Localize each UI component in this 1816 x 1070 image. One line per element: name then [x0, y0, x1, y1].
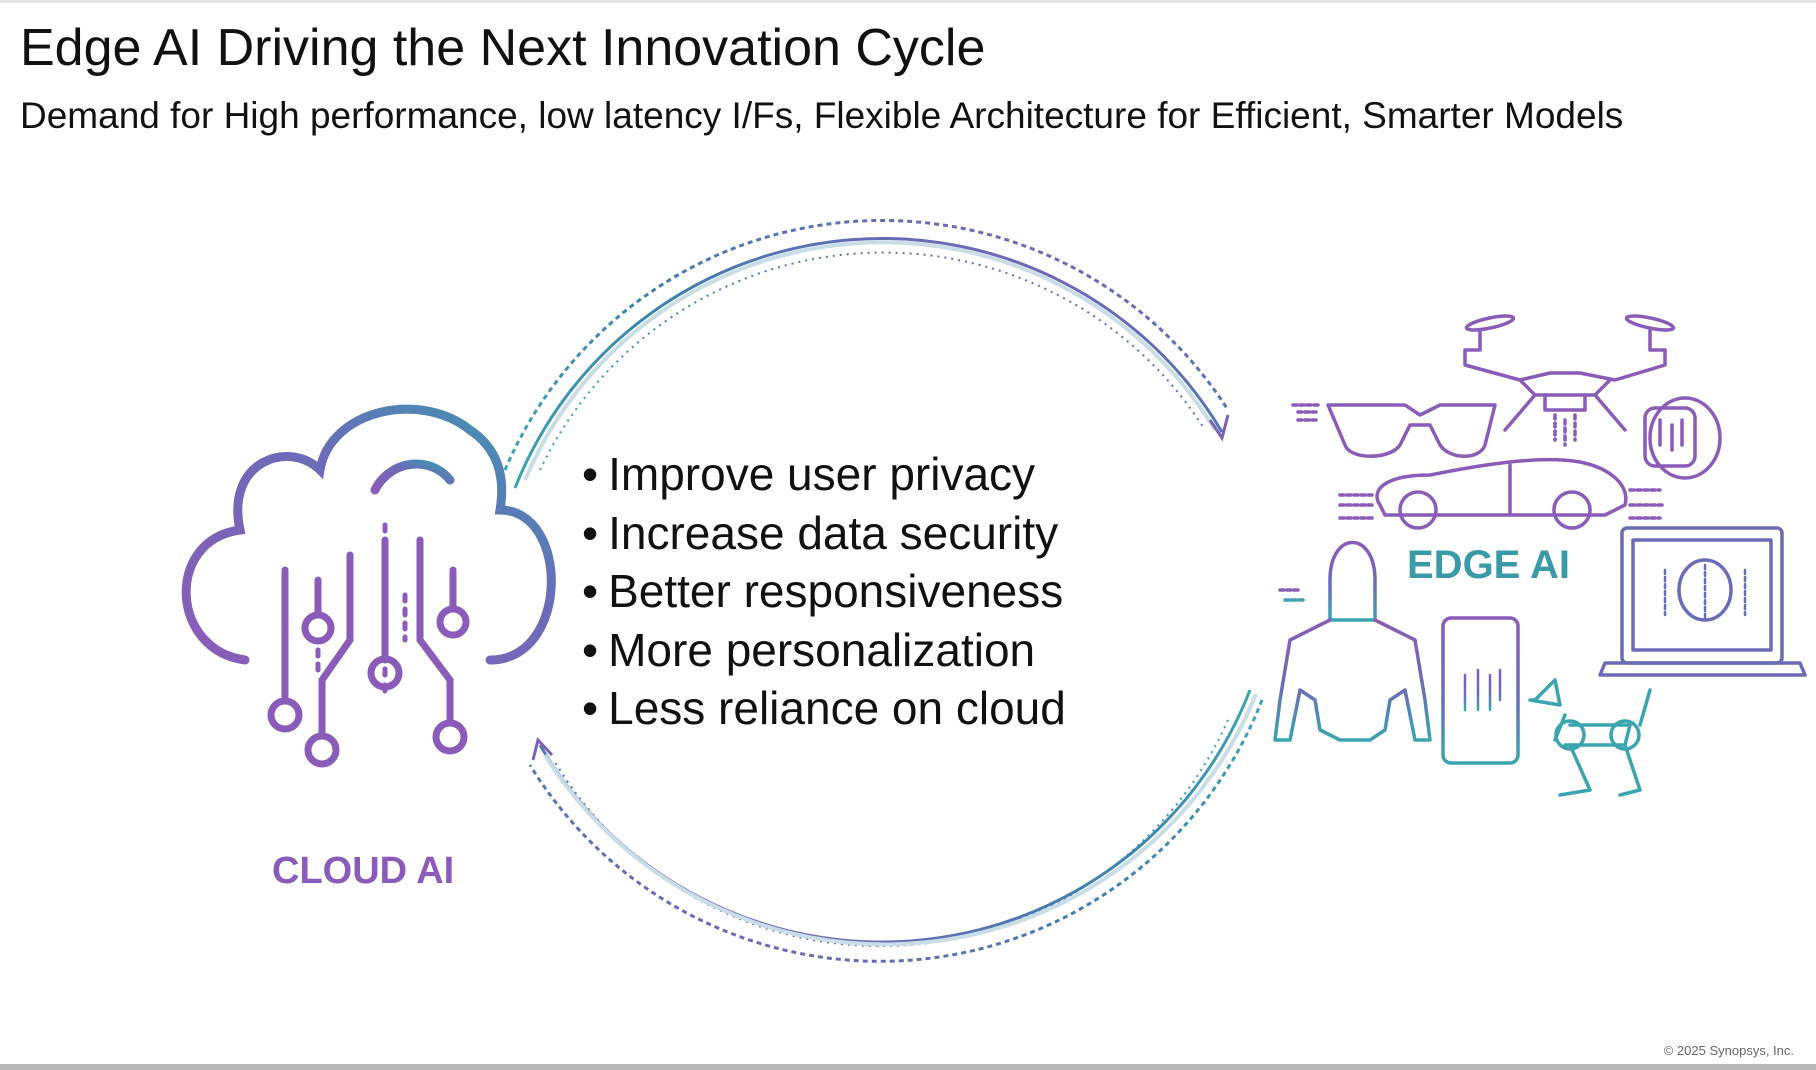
smartwatch-icon [1643, 396, 1722, 480]
slide-title: Edge AI Driving the Next Innovation Cycl… [20, 19, 986, 77]
slide-subtitle: Demand for High performance, low latency… [20, 95, 1624, 136]
bullet-item: Improve user privacy [582, 445, 1066, 504]
car-icon [1338, 457, 1664, 530]
robot-icon [1273, 538, 1432, 742]
cloud-ai-label: CLOUD AI [272, 850, 455, 892]
laptop-icon [1598, 526, 1807, 677]
bullet-item: More personalization [582, 621, 1066, 680]
edge-ai-label: EDGE AI [1407, 543, 1570, 587]
cloud-ai-icon [181, 404, 556, 768]
bullet-item: Less reliance on cloud [582, 679, 1066, 738]
drone-icon [1463, 314, 1676, 447]
top-cycle-arrow [503, 219, 1230, 489]
window-bottom-edge [0, 1064, 1816, 1070]
copyright-notice: © 2025 Synopsys, Inc. [1663, 1043, 1794, 1058]
smart-glasses-icon [1291, 403, 1497, 458]
smartphone-icon [1441, 616, 1520, 765]
benefits-list: Improve user privacy Increase data secur… [582, 445, 1066, 738]
bullet-item: Better responsiveness [582, 562, 1066, 621]
robot-dog-icon [1528, 678, 1652, 797]
bottom-cycle-arrow [528, 689, 1264, 963]
bullet-item: Increase data security [582, 504, 1066, 563]
window-top-border [0, 0, 1816, 3]
